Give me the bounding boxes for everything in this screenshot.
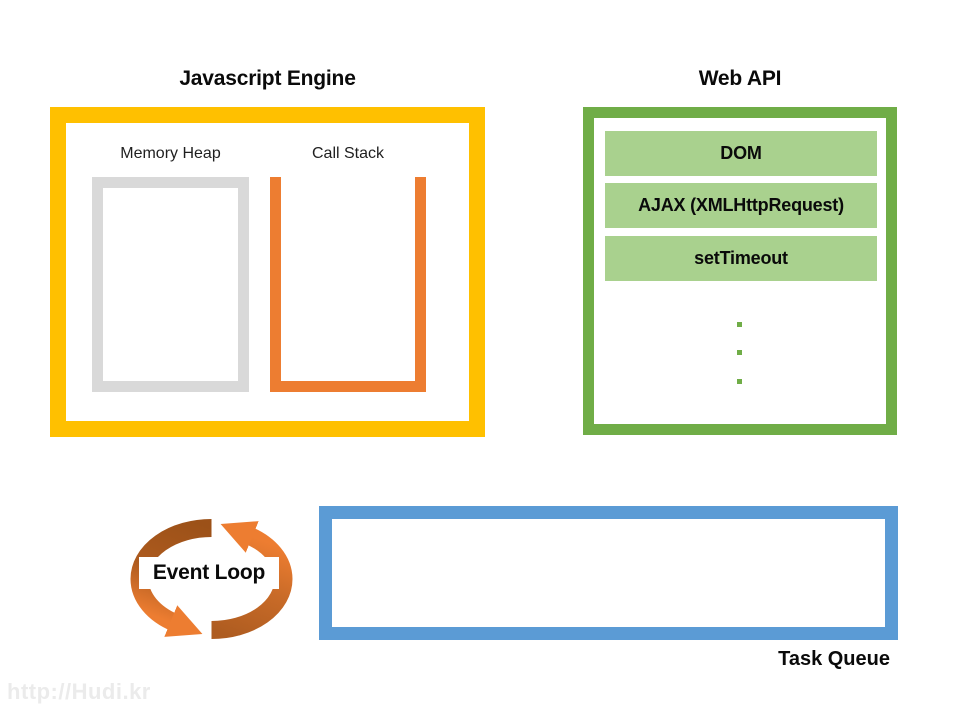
event-loop-arrow-right [211,521,293,639]
ellipsis-dot [737,379,742,384]
web-api-item-ajax: AJAX (XMLHttpRequest) [605,183,877,228]
call-stack-shape [270,177,426,392]
event-loop-label: Event Loop [139,557,279,589]
task-queue-label: Task Queue [778,648,890,670]
ellipsis-dot [737,322,742,327]
memory-heap-label: Memory Heap [120,145,221,162]
web-api-item-dom: DOM [605,131,877,176]
web-api-title: Web API [698,67,782,90]
javascript-engine-title: Javascript Engine [179,67,356,90]
task-queue-box [319,506,898,640]
call-stack-label: Call Stack [311,145,385,162]
watermark-url: http://Hudi.kr [7,679,151,704]
memory-heap-shape [92,177,249,392]
ellipsis-dot [737,350,742,355]
web-api-item-settimeout: setTimeout [605,236,877,281]
